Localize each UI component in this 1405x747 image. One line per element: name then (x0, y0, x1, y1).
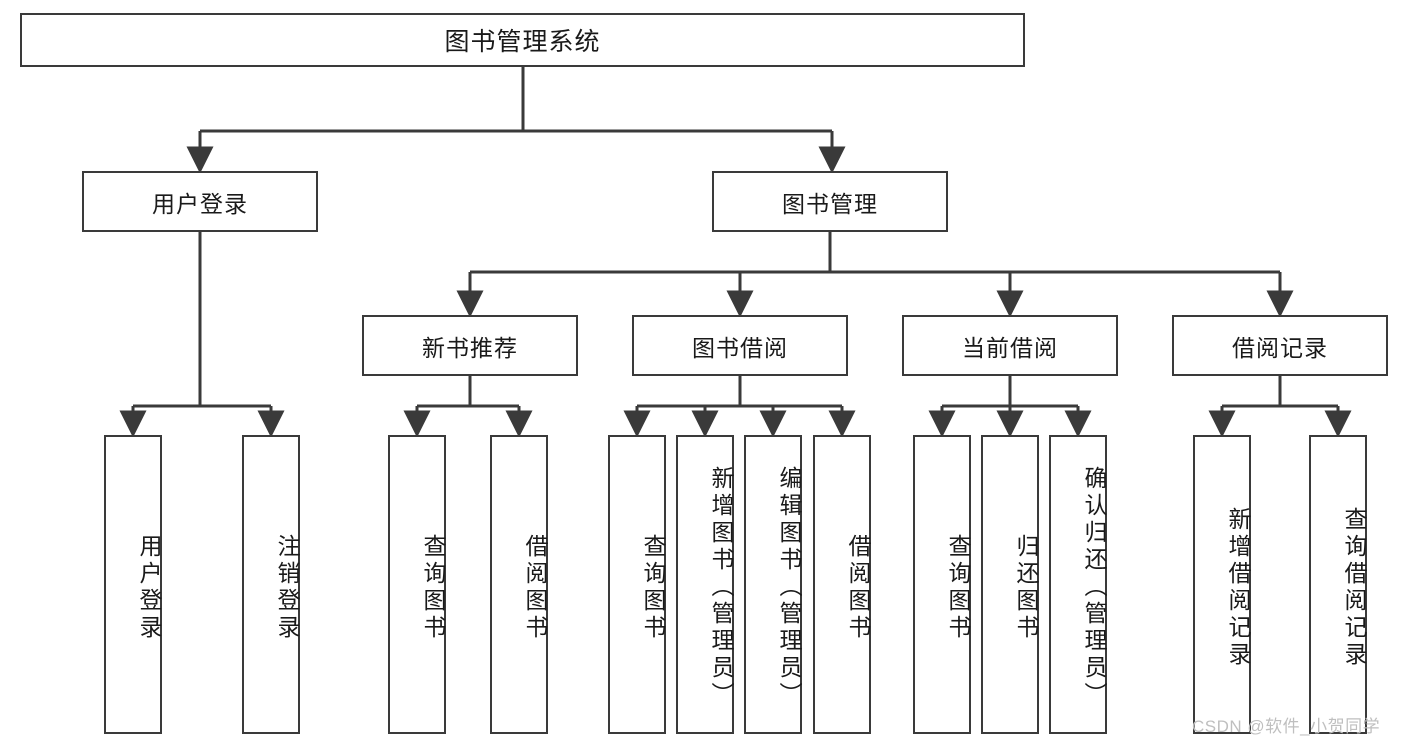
node-label: 图书管理 (782, 190, 878, 217)
node-label: 图书管理系统 (444, 28, 601, 56)
node-label: 新书推荐 (422, 334, 518, 361)
node-label: 注销登录 (274, 533, 300, 642)
node-new-book-recommend[interactable]: 新书推荐 (362, 315, 578, 376)
leaf-add-book-admin[interactable]: 新增图书（管理员） (676, 435, 734, 734)
leaf-return-book[interactable]: 归还图书 (981, 435, 1039, 734)
node-label: 图书借阅 (692, 334, 788, 361)
node-current-borrow[interactable]: 当前借阅 (902, 315, 1118, 376)
node-label: 查询图书 (945, 533, 971, 642)
leaf-query-borrow-record[interactable]: 查询借阅记录 (1309, 435, 1367, 734)
node-label: 归还图书 (1013, 533, 1039, 642)
node-root-library-system[interactable]: 图书管理系统 (20, 13, 1025, 67)
watermark: CSDN @软件_小贺同学 (1192, 717, 1381, 736)
leaf-user-login[interactable]: 用户登录 (104, 435, 162, 734)
node-label: 借阅图书 (845, 533, 871, 642)
leaf-query-book-borrow[interactable]: 查询图书 (608, 435, 666, 734)
leaf-add-borrow-record[interactable]: 新增借阅记录 (1193, 435, 1251, 734)
node-label: 新增图书（管理员） (708, 466, 734, 709)
node-label: 新增借阅记录 (1225, 506, 1251, 669)
leaf-query-book-current[interactable]: 查询图书 (913, 435, 971, 734)
node-label: 查询借阅记录 (1341, 506, 1367, 669)
leaf-query-book-recommend[interactable]: 查询图书 (388, 435, 446, 734)
leaf-logout[interactable]: 注销登录 (242, 435, 300, 734)
node-book-management[interactable]: 图书管理 (712, 171, 948, 232)
leaf-borrow-book[interactable]: 借阅图书 (813, 435, 871, 734)
node-label: 用户登录 (136, 533, 162, 642)
node-label: 借阅记录 (1232, 334, 1328, 361)
node-label: 确认归还（管理员） (1081, 466, 1107, 709)
leaf-edit-book-admin[interactable]: 编辑图书（管理员） (744, 435, 802, 734)
leaf-confirm-return-admin[interactable]: 确认归还（管理员） (1049, 435, 1107, 734)
node-label: 编辑图书（管理员） (776, 466, 802, 709)
node-label: 当前借阅 (962, 334, 1058, 361)
node-label: 用户登录 (152, 190, 248, 217)
leaf-borrow-book-recommend[interactable]: 借阅图书 (490, 435, 548, 734)
node-book-borrow[interactable]: 图书借阅 (632, 315, 848, 376)
node-user-login[interactable]: 用户登录 (82, 171, 318, 232)
node-label: 查询图书 (640, 533, 666, 642)
node-label: 借阅图书 (522, 533, 548, 642)
node-borrow-record[interactable]: 借阅记录 (1172, 315, 1388, 376)
node-label: 查询图书 (420, 533, 446, 642)
